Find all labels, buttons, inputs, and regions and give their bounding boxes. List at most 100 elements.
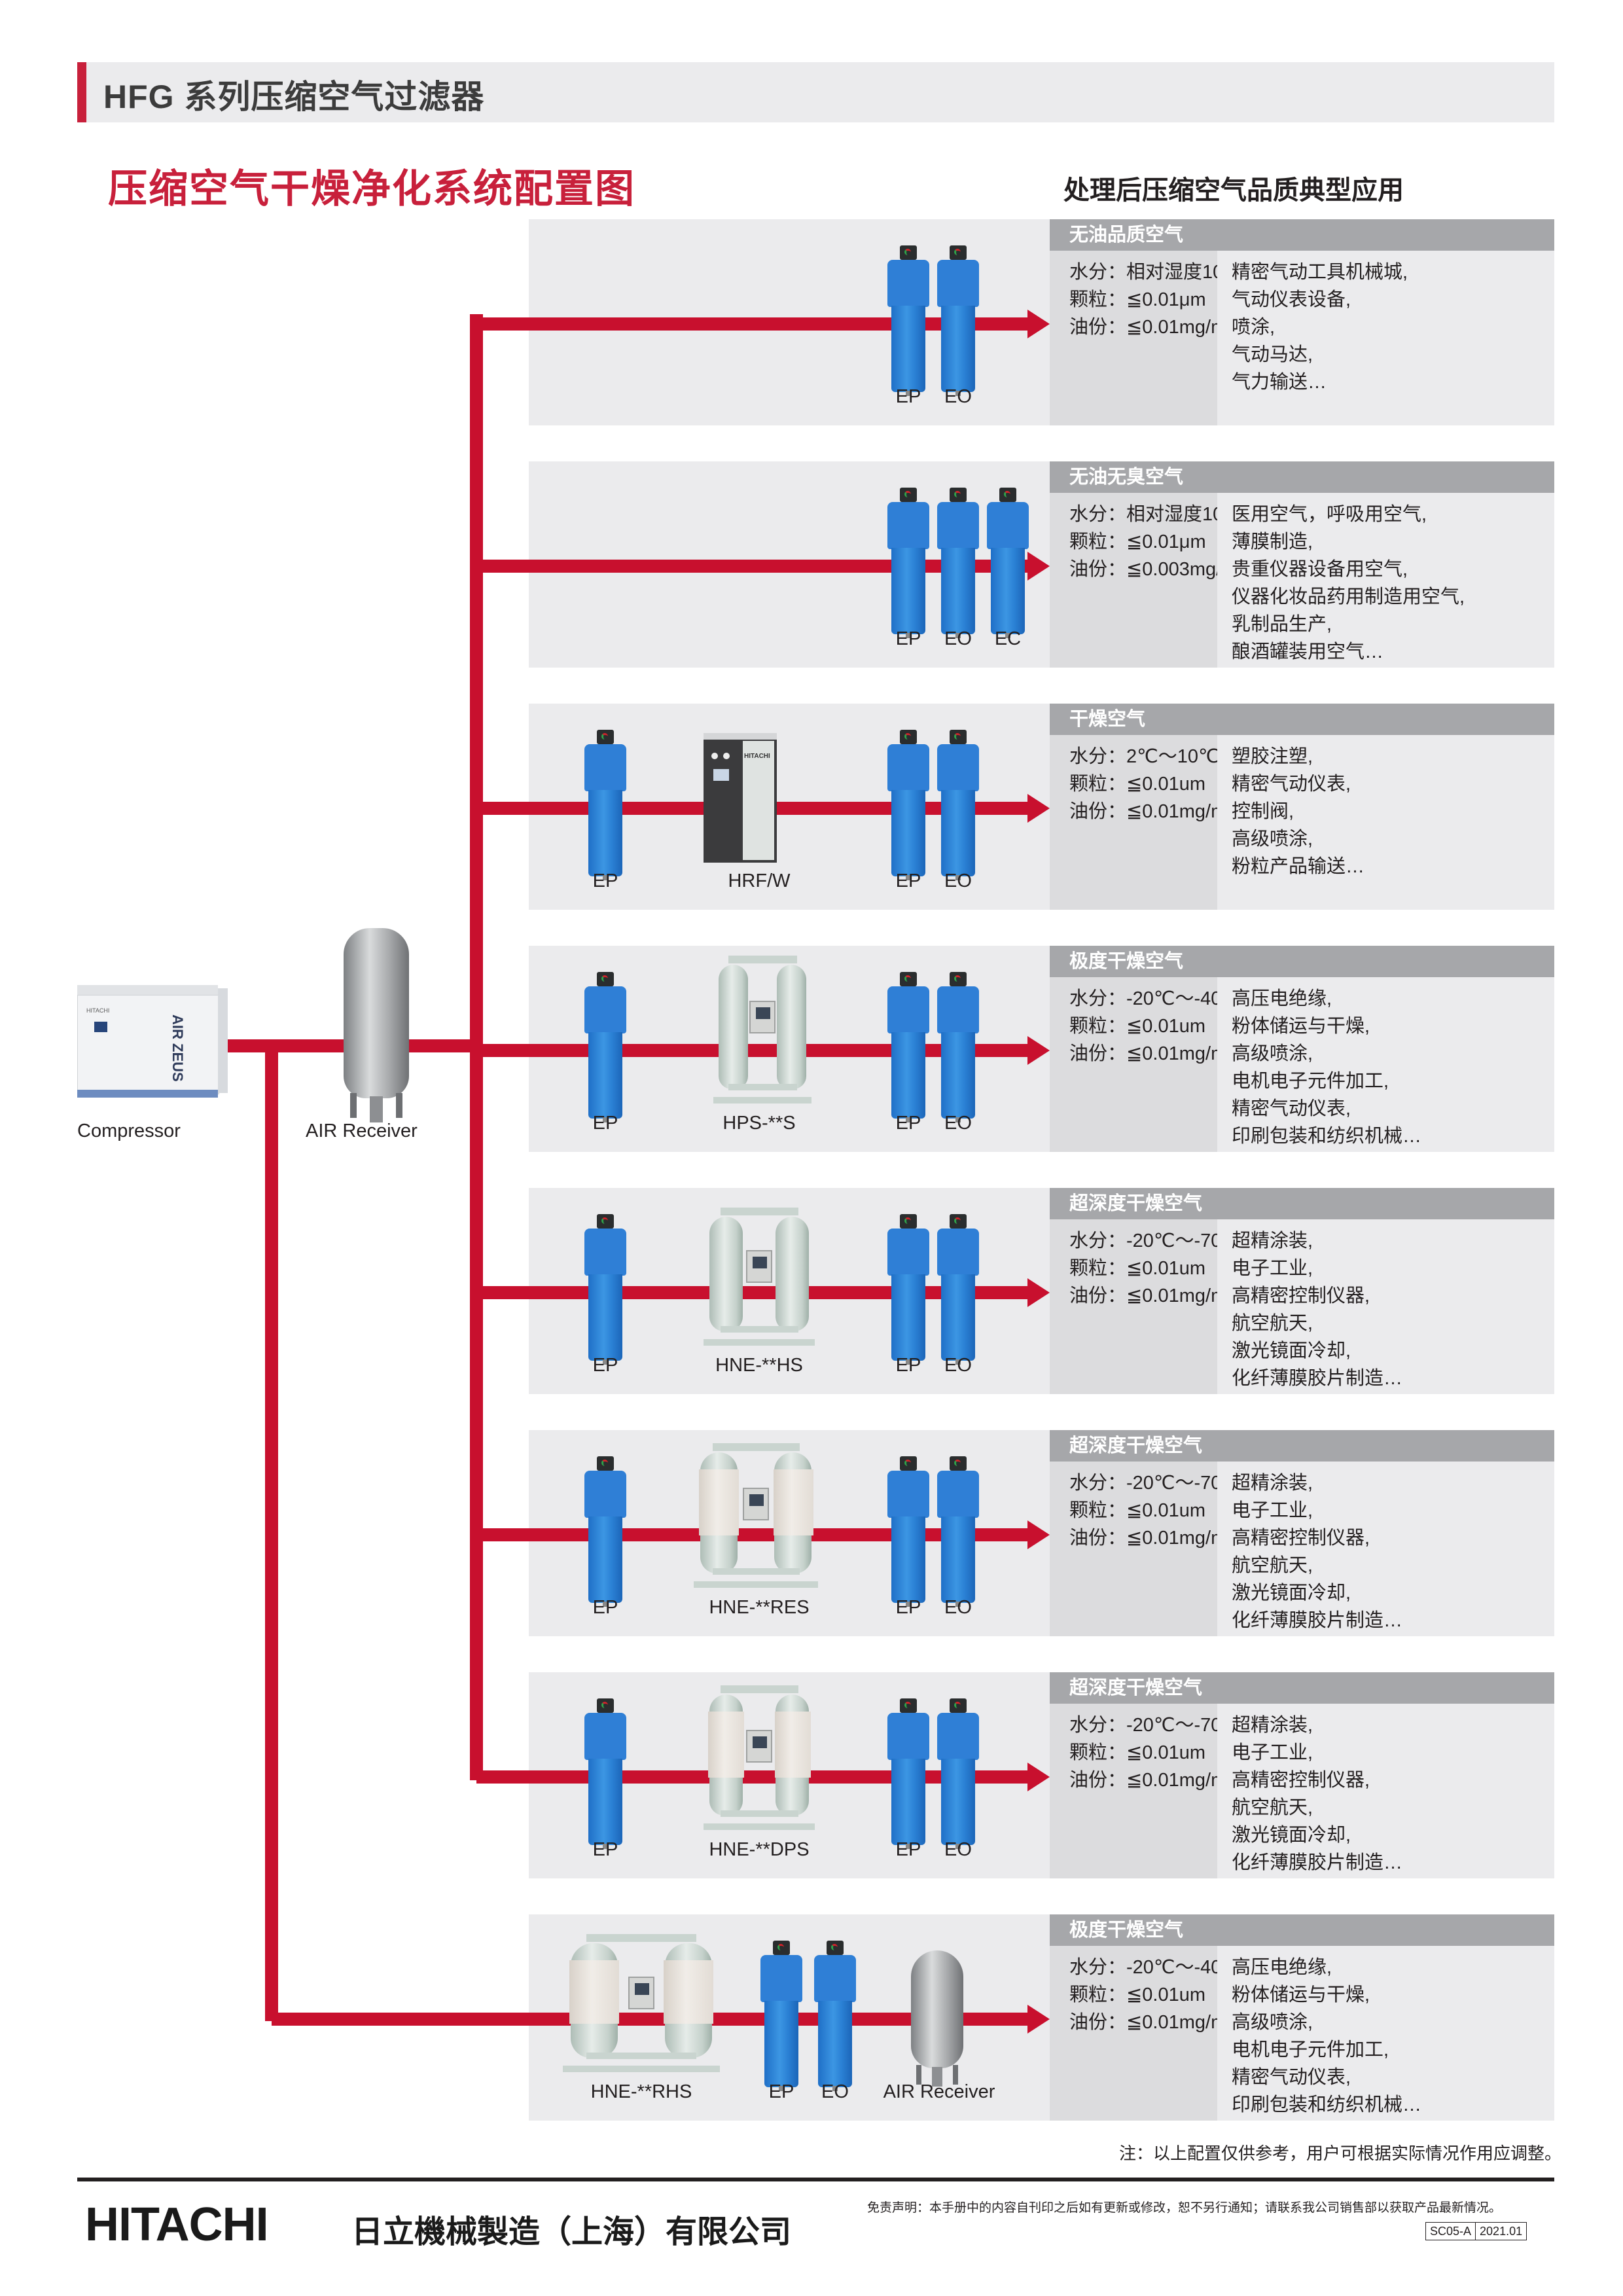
- dryer-display: [713, 769, 729, 781]
- typical-applications: 超精涂装,电子工业,高精密控制仪器,航空航天,激光镜面冷却,化纤薄膜胶片制造…: [1217, 1219, 1554, 1394]
- differential-pressure-gauge-icon: [597, 1698, 614, 1713]
- dryer-model-label: HNE-**HS: [715, 1355, 803, 1376]
- compressor-model-logo: AIR ZEUS: [169, 1014, 186, 1082]
- application-item: 高压电绝缘,: [1232, 1957, 1332, 1978]
- air-quality-title: 极度干燥空气: [1050, 946, 1554, 977]
- spec-line: 颗粒：≦0.01um: [1069, 1258, 1206, 1279]
- filter-drain: [955, 391, 961, 396]
- document-date: 2021.01: [1475, 2223, 1526, 2240]
- filter-head: [937, 1713, 979, 1760]
- application-item: 化纤薄膜胶片制造…: [1232, 1368, 1403, 1389]
- receiver-leg: [350, 1093, 357, 1118]
- application-item: 电子工业,: [1232, 1500, 1313, 1521]
- dryer-gauge-icon: [711, 753, 718, 759]
- air-quality-title: 超深度干燥空气: [1050, 1188, 1554, 1219]
- filter-drain: [906, 391, 911, 396]
- adsorption-dryer-image: [713, 956, 812, 1106]
- application-item: 气动仪表设备,: [1232, 289, 1351, 310]
- filter-bowl: [941, 1516, 975, 1603]
- filter-drain: [906, 875, 911, 880]
- application-item: 印刷包装和纺织机械…: [1232, 2094, 1422, 2115]
- filter-drain: [955, 1602, 961, 1607]
- dryer-pipe-top: [720, 1208, 798, 1215]
- filter-image: [584, 972, 626, 1122]
- pipe-branch: [476, 560, 1029, 573]
- filter-image: [760, 1941, 802, 2091]
- filter-bowl: [891, 1274, 925, 1361]
- filter-bowl: [941, 1274, 975, 1361]
- dryer-top: [704, 733, 777, 740]
- adsorption-tower: [719, 965, 748, 1089]
- differential-pressure-gauge-icon: [900, 1214, 917, 1229]
- filter-image: [814, 1941, 856, 2091]
- filter-head: [937, 260, 979, 307]
- application-item: 激光镜面冷却,: [1232, 1340, 1351, 1361]
- filter-bowl: [941, 790, 975, 876]
- typical-applications: 高压电绝缘,粉体储运与干燥,高级喷涂,电机电子元件加工,精密气动仪表,印刷包装和…: [1217, 977, 1554, 1152]
- filter-head: [937, 744, 979, 791]
- filter-bowl: [941, 1032, 975, 1119]
- air-receiver-label: AIR Receiver: [306, 1121, 418, 1141]
- application-item: 喷涂,: [1232, 317, 1275, 338]
- filter-drain: [603, 1117, 608, 1122]
- header-accent-stripe: [77, 62, 86, 122]
- typical-applications: 精密气动工具机械城,气动仪表设备,喷涂,气动马达,气力输送…: [1217, 251, 1554, 425]
- differential-pressure-gauge-icon: [950, 972, 967, 986]
- equipment-label-ep: EP: [592, 1839, 618, 1860]
- application-item: 高级喷涂,: [1232, 2012, 1313, 2033]
- filter-bowl: [764, 2001, 798, 2087]
- application-item: 粉粒产品输送…: [1232, 856, 1365, 877]
- differential-pressure-gauge-icon: [950, 1456, 967, 1471]
- application-item: 超精涂装,: [1232, 1715, 1313, 1736]
- spec-line: 颗粒：≦0.01μm: [1069, 289, 1206, 310]
- compressor-brand: HITACHI: [86, 1007, 110, 1014]
- filter-drain: [779, 2086, 784, 2091]
- filter-bowl: [891, 1032, 925, 1119]
- filter-drain: [955, 1359, 961, 1365]
- equipment-label-eo: EO: [944, 1355, 972, 1376]
- heater-jacket: [664, 1960, 713, 2024]
- filter-image: [887, 972, 929, 1122]
- application-item: 仪器化妆品药用制造用空气,: [1232, 586, 1465, 607]
- flow-arrow-icon: [1027, 1520, 1050, 1549]
- filter-bowl: [588, 1516, 622, 1603]
- differential-pressure-gauge-icon: [900, 1456, 917, 1471]
- differential-pressure-gauge-icon: [597, 972, 614, 986]
- equipment-label-ep: EP: [768, 2081, 794, 2102]
- spec-line: 颗粒：≦0.01um: [1069, 1742, 1206, 1763]
- spec-line: 油份：≦0.01mg/m³: [1069, 1285, 1233, 1306]
- dryer-pipe-bottom: [720, 1810, 798, 1817]
- spec-line: 水分：-20℃～-40℃PDP: [1069, 1957, 1282, 1978]
- differential-pressure-gauge-icon: [999, 488, 1016, 502]
- document-code: SC05-A: [1430, 2225, 1472, 2238]
- dryer-base-frame: [563, 2066, 720, 2072]
- heater-jacket: [708, 1712, 744, 1778]
- pipe-bypass-trunk: [265, 1039, 278, 2021]
- filter-image: [887, 1456, 929, 1607]
- spec-line: 水分：2℃～10℃PDP: [1069, 746, 1259, 767]
- equipment-label-ec: EC: [994, 628, 1022, 649]
- application-item: 乳制品生产,: [1232, 614, 1332, 635]
- application-item: 超精涂装,: [1232, 1230, 1313, 1251]
- dryer-base-frame: [694, 1581, 818, 1588]
- equipment-label-ep: EP: [895, 1597, 921, 1618]
- footer-divider: [77, 2178, 1554, 2181]
- differential-pressure-gauge-icon: [950, 245, 967, 260]
- filter-image: [584, 1214, 626, 1365]
- filter-bowl: [941, 548, 975, 634]
- filter-bowl: [891, 790, 925, 876]
- spec-line: 油份：≦0.01mg/m³: [1069, 317, 1233, 338]
- dryer-model-label: HNE-**RHS: [590, 2081, 692, 2102]
- filter-bowl: [991, 548, 1025, 634]
- control-display: [753, 1736, 767, 1748]
- compressor-body: [77, 995, 219, 1094]
- application-item: 航空航天,: [1232, 1555, 1313, 1576]
- page-title: HFG 系列压缩空气过滤器: [103, 79, 485, 115]
- dryer-pipe-top: [720, 1685, 798, 1693]
- application-item: 高级喷涂,: [1232, 829, 1313, 850]
- air-quality-title: 极度干燥空气: [1050, 1914, 1554, 1946]
